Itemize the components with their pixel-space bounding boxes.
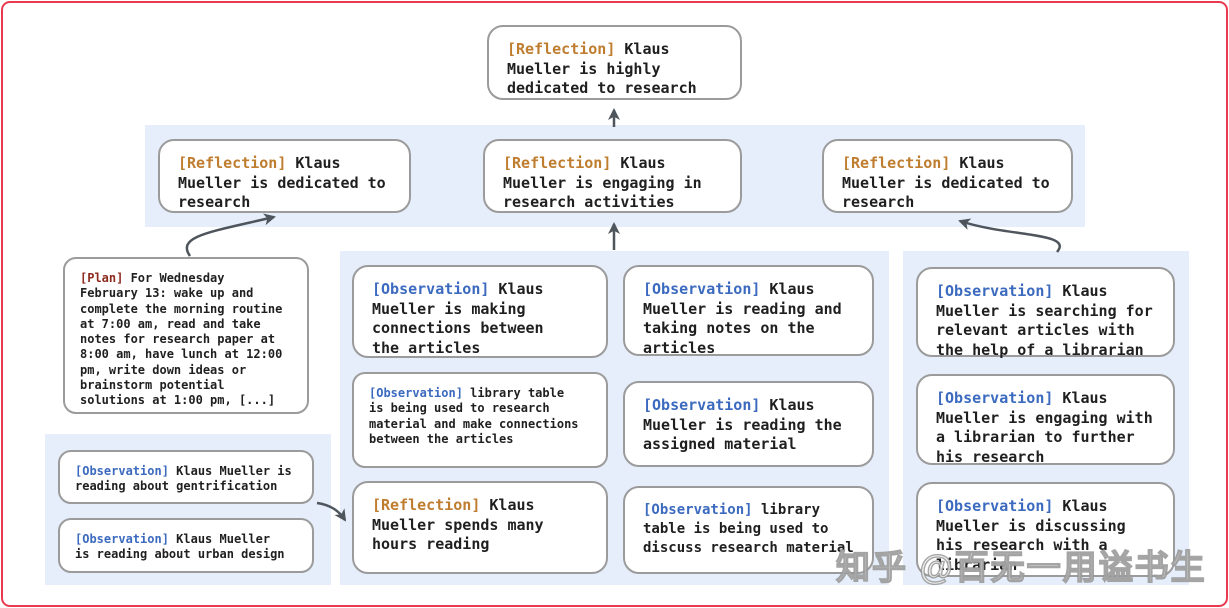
observation-tag: [Observation] xyxy=(643,396,761,414)
observation-tag: [Observation] xyxy=(372,280,490,298)
node-text: Klaus Mueller is making connections betw… xyxy=(372,280,544,357)
observation-tag: [Observation] xyxy=(75,464,169,478)
reflection-tag: [Reflection] xyxy=(178,154,287,172)
node-text: Klaus Mueller is reading about gentrific… xyxy=(75,464,292,494)
node-reflection-hours-reading: [Reflection] Klaus Mueller spends many h… xyxy=(352,481,608,574)
observation-tag: [Observation] xyxy=(75,532,169,546)
node-text: Klaus Mueller is highly dedicated to res… xyxy=(507,40,697,97)
node-text: Klaus Mueller is engaging with a librari… xyxy=(936,389,1153,466)
node-reflection-dedicated-1: [Reflection] Klaus Mueller is dedicated … xyxy=(158,139,411,213)
zhihu-watermark: 知乎 @百无一用谥书生 xyxy=(835,548,1207,587)
node-obs-engaging-librarian: [Observation] Klaus Mueller is engaging … xyxy=(916,374,1175,466)
node-obs-library-table-research: [Observation] library table is being use… xyxy=(352,372,608,468)
node-text: Klaus Mueller spends many hours reading xyxy=(372,496,544,553)
observation-tag: [Observation] xyxy=(936,497,1054,515)
node-obs-making-connections: [Observation] Klaus Mueller is making co… xyxy=(352,265,608,358)
node-text: library table is being used to discuss r… xyxy=(643,502,854,556)
node-text: Klaus Mueller is engaging in research ac… xyxy=(503,154,702,211)
node-text: Klaus Mueller is searching for relevant … xyxy=(936,282,1153,359)
node-obs-taking-notes: [Observation] Klaus Mueller is reading a… xyxy=(623,265,874,357)
observation-tag: [Observation] xyxy=(936,282,1054,300)
node-obs-discussing-research: [Observation] Klaus Mueller is discussin… xyxy=(916,482,1175,577)
observation-tag: [Observation] xyxy=(643,502,753,518)
node-reflection-dedicated-2: [Reflection] Klaus Mueller is dedicated … xyxy=(822,139,1073,213)
node-reflection-engaging: [Reflection] Klaus Mueller is engaging i… xyxy=(483,139,742,213)
observation-tag: [Observation] xyxy=(369,386,463,400)
node-text: library table is being used to research … xyxy=(369,386,579,446)
node-obs-urban-design: [Observation] Klaus Mueller is reading a… xyxy=(58,518,314,573)
plan-tag: [Plan] xyxy=(80,271,124,285)
node-obs-assigned-material: [Observation] Klaus Mueller is reading t… xyxy=(623,381,874,467)
node-text: Klaus Mueller is reading about urban des… xyxy=(75,532,285,562)
node-obs-gentrification: [Observation] Klaus Mueller is reading a… xyxy=(58,450,314,504)
node-text: Klaus Mueller is reading and taking note… xyxy=(643,280,842,357)
node-plan-wednesday: [Plan] For Wednesday February 13: wake u… xyxy=(63,257,309,414)
node-text: Klaus Mueller is dedicated to research xyxy=(842,154,1050,211)
node-text: Klaus Mueller is discussing his research… xyxy=(936,497,1126,574)
reflection-tag: [Reflection] xyxy=(503,154,612,172)
observation-tag: [Observation] xyxy=(643,280,761,298)
node-text: For Wednesday February 13: wake up and c… xyxy=(80,271,283,408)
reflection-tag: [Reflection] xyxy=(372,496,481,514)
node-obs-library-table-discuss: [Observation] library table is being use… xyxy=(623,486,874,574)
node-text: Klaus Mueller is reading the assigned ma… xyxy=(643,396,842,453)
node-obs-searching-articles: [Observation] Klaus Mueller is searching… xyxy=(916,267,1175,359)
observation-tag: [Observation] xyxy=(936,389,1054,407)
node-text: Klaus Mueller is dedicated to research xyxy=(178,154,386,211)
reflection-tag: [Reflection] xyxy=(507,40,616,58)
reflection-tag: [Reflection] xyxy=(842,154,951,172)
node-root-reflection: [Reflection] Klaus Mueller is highly ded… xyxy=(487,25,742,100)
